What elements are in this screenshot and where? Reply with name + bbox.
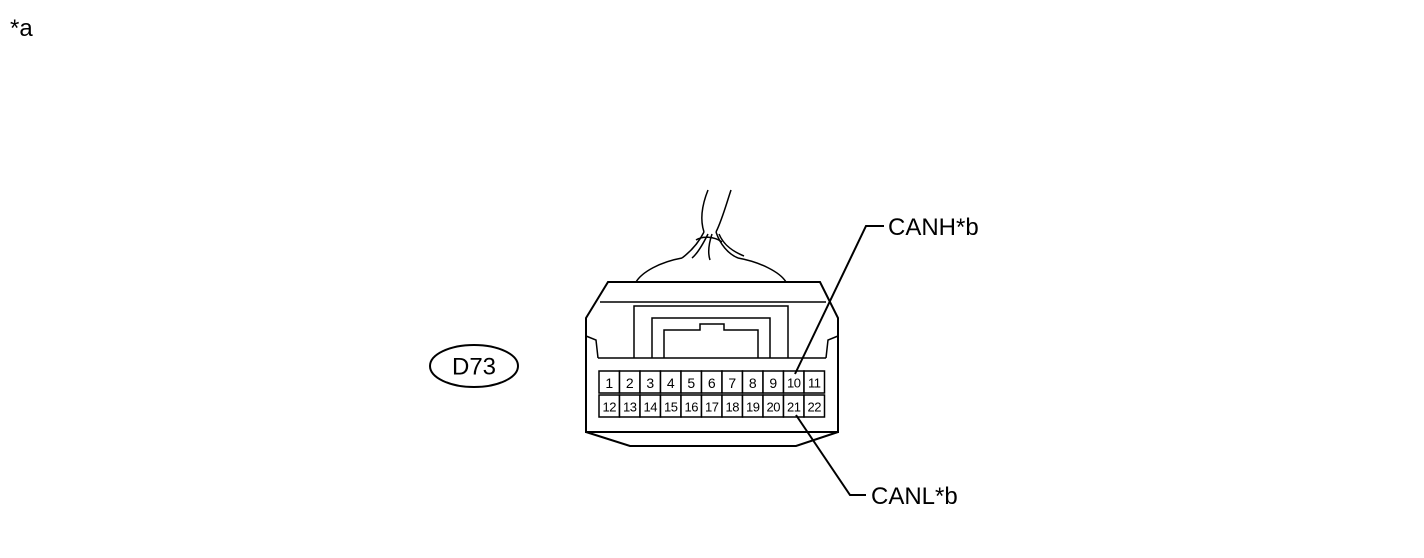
pin-number: 13	[623, 400, 637, 415]
pin-cell-17: 17	[700, 394, 723, 418]
connector-code-badge: D73	[429, 344, 519, 388]
pin-number: 21	[787, 400, 801, 415]
pin-number: 14	[644, 400, 658, 415]
pin-cell-9: 9	[762, 370, 785, 394]
pin-number: 19	[746, 400, 760, 415]
connector-code: D73	[452, 354, 496, 381]
pin-cell-11: 11	[803, 370, 826, 394]
pin-cell-3: 3	[639, 370, 662, 394]
pin-number: 11	[808, 376, 821, 391]
pin-cell-13: 13	[618, 394, 641, 418]
pin-cell-14: 14	[639, 394, 662, 418]
canl-label: CANL*b	[871, 483, 958, 510]
pin-number: 20	[767, 400, 781, 415]
pin-cell-20: 20	[762, 394, 785, 418]
pin-cell-16: 16	[680, 394, 703, 418]
pin-cell-19: 19	[741, 394, 764, 418]
pin-cell-box	[803, 370, 826, 394]
pin-number: 6	[708, 375, 716, 391]
pin-cell-12: 12	[598, 394, 621, 418]
canl-leader-line	[795, 414, 866, 496]
pin-number: 3	[646, 375, 654, 391]
pin-cell-6: 6	[700, 370, 723, 394]
pin-cell-box	[803, 394, 826, 418]
pin-cell-5: 5	[680, 370, 703, 394]
pin-cell-1: 1	[598, 370, 621, 394]
pin-cell-10: 10	[782, 370, 805, 394]
canh-callout: CANH*b	[794, 214, 979, 375]
view-marker: *a	[10, 15, 33, 42]
pin-cell-7: 7	[721, 370, 744, 394]
wire-harness	[635, 189, 787, 283]
pin-number: 17	[705, 400, 719, 415]
pin-cell-8: 8	[741, 370, 764, 394]
pin-number: 5	[687, 375, 695, 391]
canh-label: CANH*b	[888, 214, 979, 241]
pin-row-lower: 12 13 14 15 16 17 18 19 20 21 22	[598, 394, 826, 418]
pin-cell-21: 21	[782, 394, 805, 418]
canh-leader-line	[794, 225, 884, 375]
pin-cell-2: 2	[618, 370, 641, 394]
pin-number: 8	[749, 375, 757, 391]
pin-number: 4	[667, 375, 675, 391]
pin-cell-22: 22	[803, 394, 826, 418]
pin-number: 10	[787, 376, 801, 391]
pin-number: 16	[685, 400, 699, 415]
pin-cell-4: 4	[659, 370, 682, 394]
pin-number: 9	[769, 375, 777, 391]
pin-number: 22	[808, 400, 822, 415]
pin-number: 1	[605, 375, 613, 391]
pin-cell-18: 18	[721, 394, 744, 418]
pin-number: 7	[728, 375, 736, 391]
canl-callout: CANL*b	[795, 414, 958, 510]
pin-number: 2	[626, 375, 634, 391]
pin-number: 18	[726, 400, 740, 415]
pin-cell-15: 15	[659, 394, 682, 418]
pin-number: 12	[603, 400, 617, 415]
pin-number: 15	[664, 400, 678, 415]
